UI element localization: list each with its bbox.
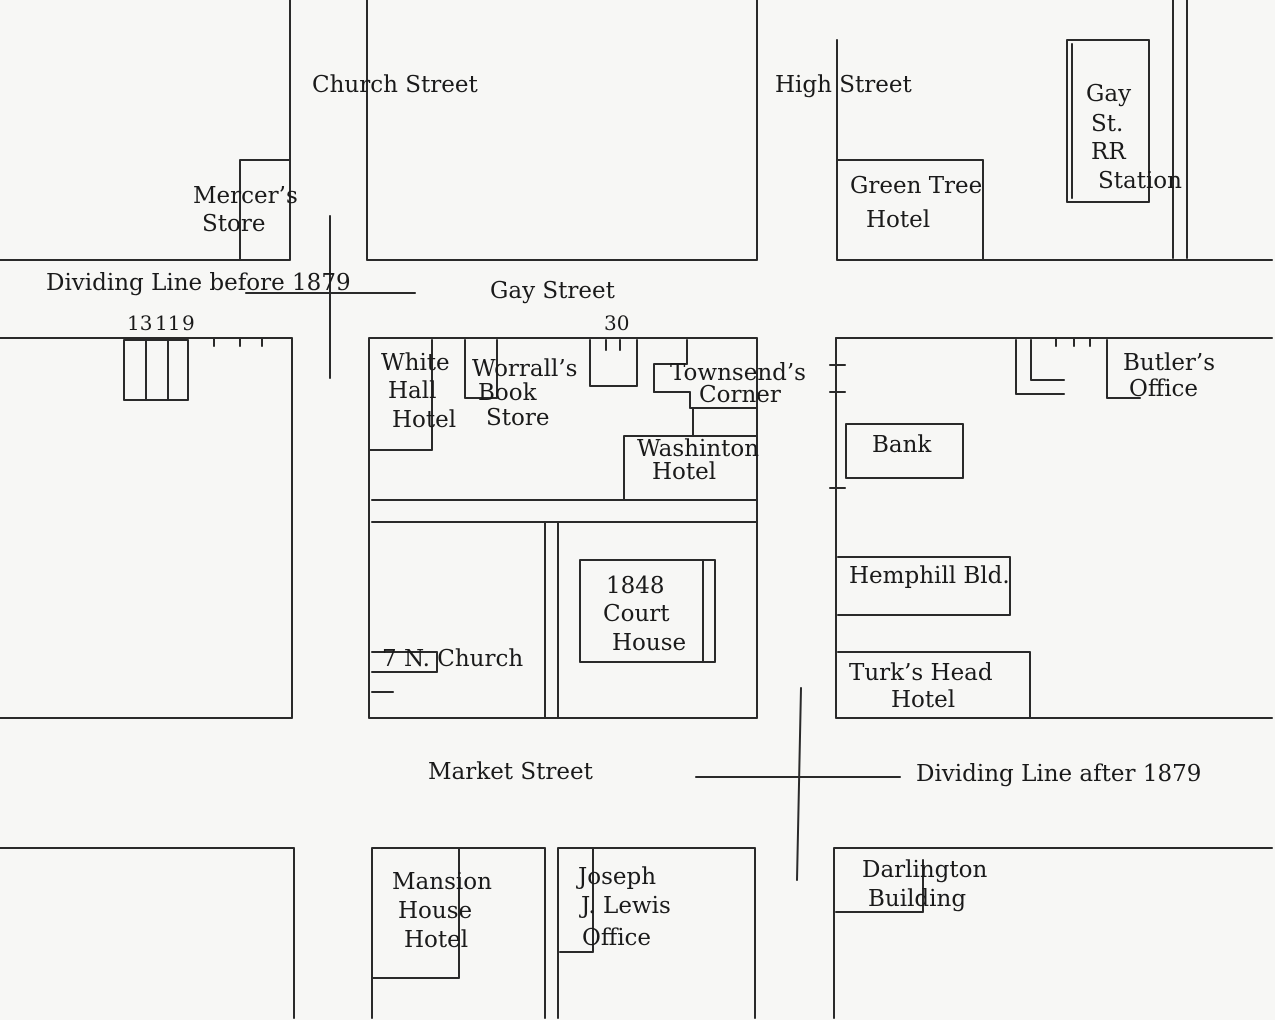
bank-label: Bank	[872, 432, 932, 458]
lewis-office-line-2: J. Lewis	[581, 893, 671, 919]
worralls-line-2: Book	[478, 380, 537, 406]
washinton-hotel-line-2: Hotel	[652, 459, 717, 485]
white-hall-hotel-line-2: Hall	[388, 378, 437, 404]
court-house-line-2: Court	[603, 601, 670, 627]
darlington-line-2: Building	[868, 886, 967, 912]
church-street-label: Church Street	[312, 72, 478, 98]
building-outlines	[123, 39, 1150, 979]
townsends-corner-line-1: Townsend’s	[670, 360, 806, 386]
house-number-9: 9	[182, 311, 195, 335]
hemphill-label: Hemphill Bld.	[849, 563, 1010, 589]
butlers-office-line-1: Butler’s	[1123, 350, 1216, 376]
station-line-2: St.	[1091, 111, 1124, 137]
dividing-line-before-label: Dividing Line before 1879	[46, 270, 351, 296]
butlers-office-line-2: Office	[1129, 376, 1199, 402]
washinton-hotel-line-1: Washinton	[637, 436, 760, 462]
lewis-office-line-3: Office	[582, 925, 652, 951]
white-hall-hotel-line-3: Hotel	[392, 407, 457, 433]
high-street-label: High Street	[775, 72, 912, 98]
turks-head-hotel-line-2: Hotel	[891, 687, 956, 713]
lewis-office-line-1: Joseph	[578, 864, 657, 890]
mansion-house-line-2: House	[398, 898, 473, 924]
house-number-13: 13	[127, 311, 153, 335]
house-number-30: 30	[604, 311, 630, 335]
court-house-line-3: House	[612, 630, 687, 656]
court-house-line-1: 1848	[606, 573, 665, 599]
dividing-lines	[245, 215, 901, 881]
house-number-11: 11	[155, 311, 181, 335]
green-tree-hotel-line-2: Hotel	[866, 207, 931, 233]
mansion-house-line-3: Hotel	[404, 927, 469, 953]
mansion-house-line-1: Mansion	[392, 869, 492, 895]
darlington-line-1: Darlington	[862, 857, 988, 883]
market-street-label: Market Street	[428, 759, 593, 785]
worralls-line-1: Worrall’s	[472, 356, 578, 382]
gay-street-label: Gay Street	[490, 278, 615, 304]
dividing-line-after-label: Dividing Line after 1879	[916, 761, 1202, 787]
white-hall-hotel-line-1: White	[381, 350, 450, 376]
townsends-corner-line-2: Corner	[699, 382, 781, 408]
seven-n-church-label: 7 N. Church	[382, 646, 524, 672]
mercers-store-line-2: Store	[202, 211, 266, 237]
worralls-line-3: Store	[486, 405, 550, 431]
mercers-store-line-1: Mercer’s	[193, 183, 298, 209]
turks-head-hotel-line-1: Turk’s Head	[849, 660, 993, 686]
station-line-3: RR	[1091, 139, 1126, 165]
green-tree-hotel-line-1: Green Tree	[850, 173, 983, 199]
station-line-1: Gay	[1086, 81, 1132, 107]
station-line-4: Station	[1098, 168, 1182, 194]
